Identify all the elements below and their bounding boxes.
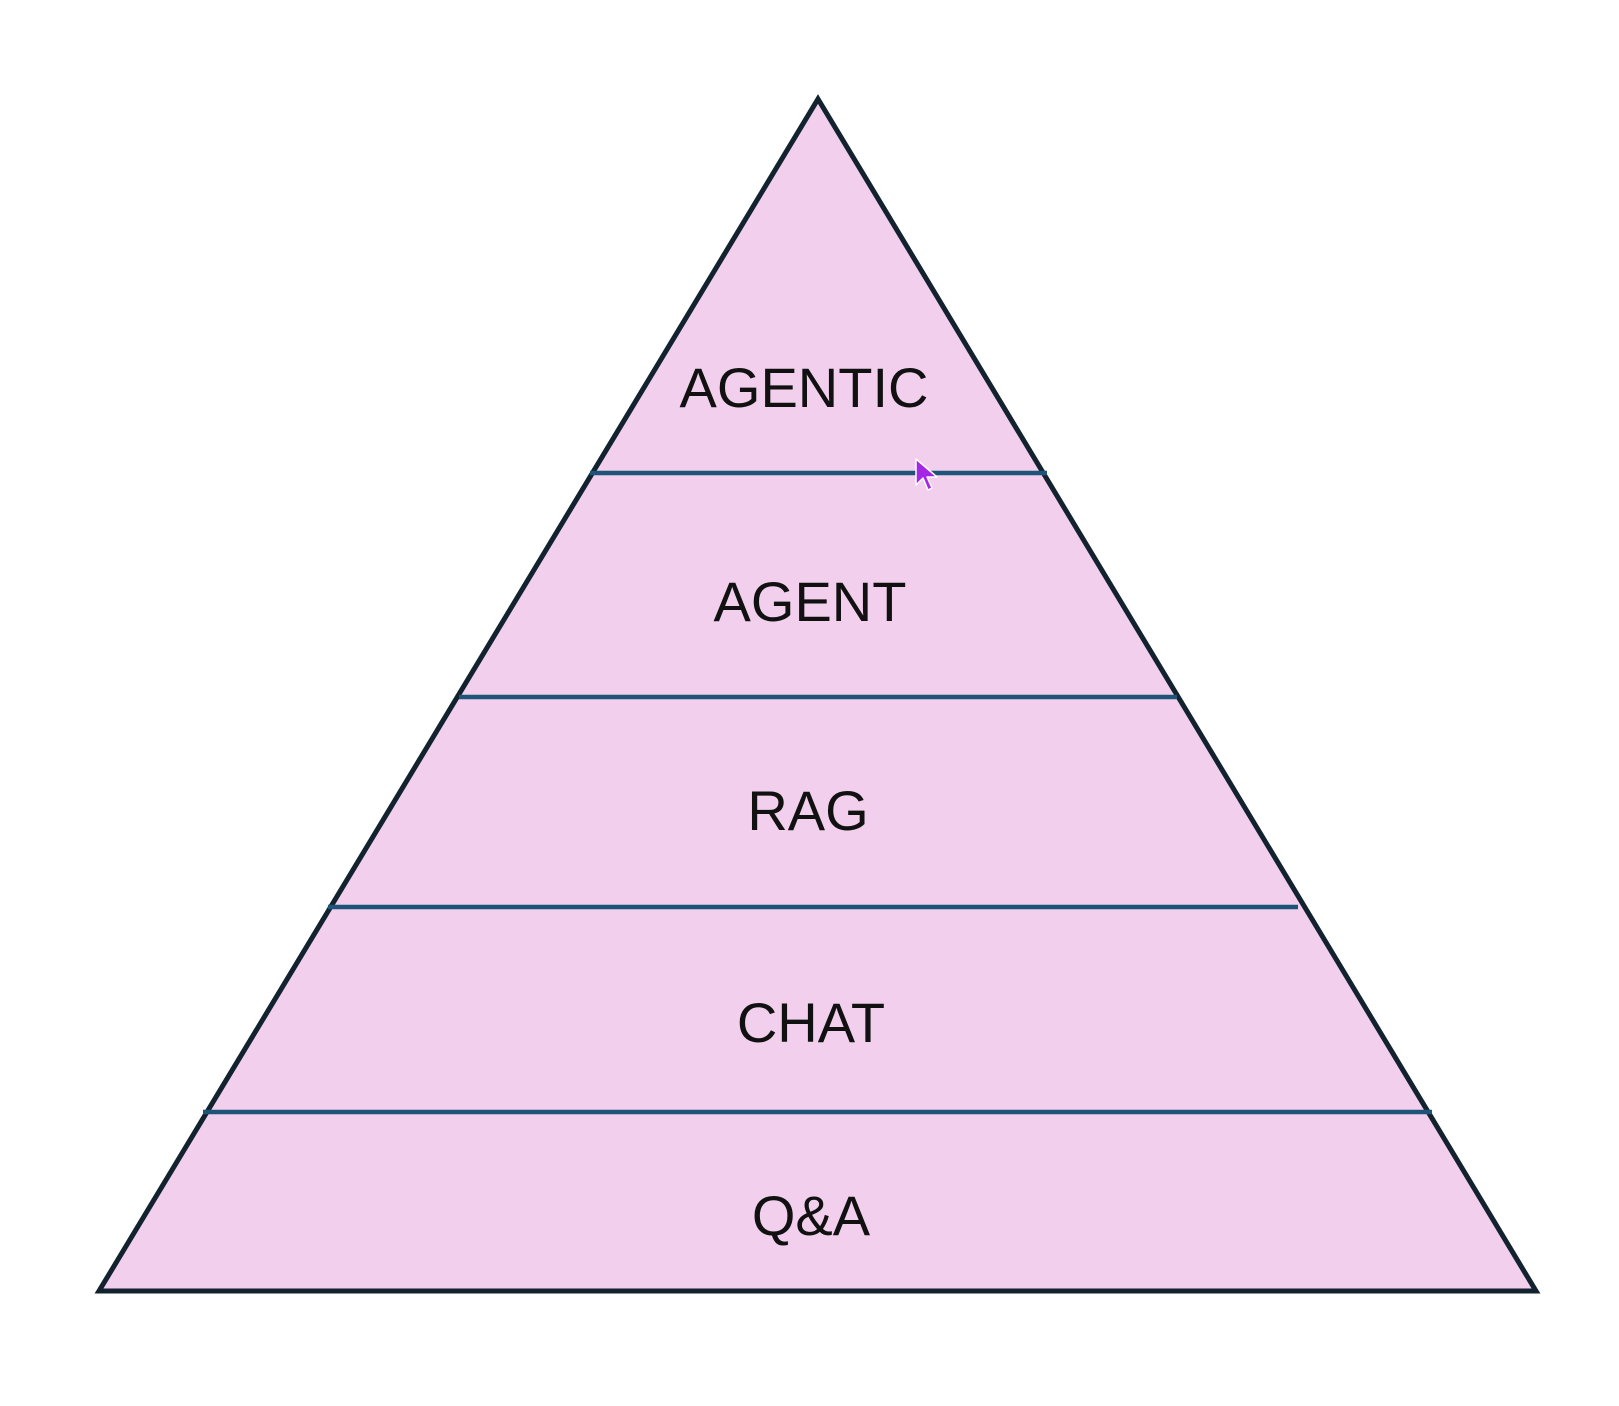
layer-label-agent: AGENT — [714, 570, 907, 633]
layer-label-qa: Q&A — [752, 1184, 871, 1247]
layer-label-agentic: AGENTIC — [680, 356, 929, 419]
mouse-pointer-icon — [915, 458, 938, 491]
layer-labels: AGENTIC AGENT RAG CHAT Q&A — [680, 356, 929, 1247]
layer-label-rag: RAG — [747, 779, 868, 842]
layer-dividers — [203, 470, 1432, 1115]
layer-label-chat: CHAT — [737, 991, 885, 1054]
